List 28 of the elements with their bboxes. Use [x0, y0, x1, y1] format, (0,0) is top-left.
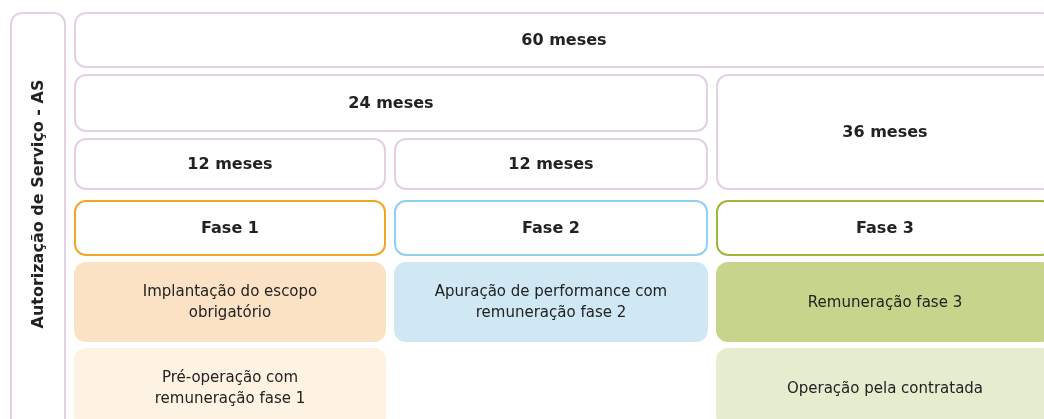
duration-bar: [74, 74, 708, 132]
heading-text: 60 meses: [521, 28, 607, 51]
heading-text: 12 meses: [508, 152, 594, 175]
heading-text: 36 meses: [842, 120, 928, 143]
duration-bar: [394, 138, 708, 190]
duration-bar: [74, 138, 386, 190]
heading-text: 12 meses: [187, 152, 273, 175]
description-text: Implantação do escopo obrigatório: [141, 281, 319, 323]
description-text: Pré-operação com remuneração fase 1: [153, 367, 307, 409]
activity-card: [716, 348, 1044, 419]
activity-card: [74, 348, 386, 419]
activity-card: [74, 262, 386, 342]
description-text: Operação pela contratada: [786, 377, 984, 399]
side-label-panel: [10, 12, 66, 419]
phase-header: [394, 200, 708, 256]
phase-header: [74, 200, 386, 256]
heading-text: 24 meses: [348, 91, 434, 114]
heading-text: Fase 3: [856, 216, 914, 239]
activity-card: [394, 262, 708, 342]
vertical-label: Autorização de Serviço - AS: [26, 79, 48, 329]
phase-header: [716, 200, 1044, 256]
description-text: Apuração de performance com remuneração fase 2: [433, 281, 669, 323]
heading-text: Fase 1: [201, 216, 259, 239]
activity-card: [716, 262, 1044, 342]
duration-bar: [74, 12, 1044, 68]
description-text: Remuneração fase 3: [807, 291, 963, 313]
heading-text: Fase 2: [522, 216, 580, 239]
duration-bar: [716, 74, 1044, 190]
